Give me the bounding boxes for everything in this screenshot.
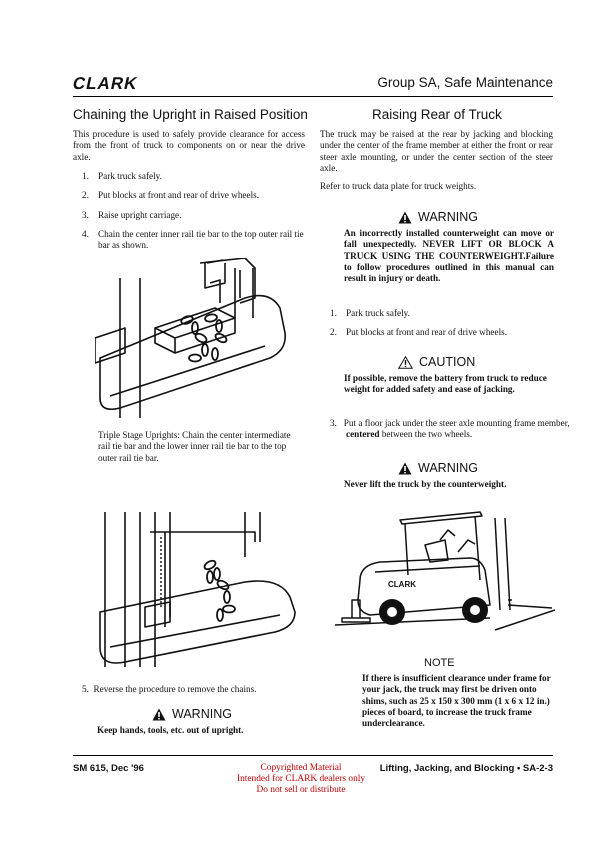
warning-icon	[152, 708, 166, 720]
note-heading: NOTE	[424, 657, 455, 669]
forklift-jacked-illustration: CLARK	[334, 511, 555, 631]
right-warning-1-text: An incorrectly installed counterweight c…	[344, 228, 554, 284]
left-section-title: Chaining the Upright in Raised Position	[73, 107, 308, 122]
upright-chain-illustration	[95, 258, 287, 418]
right-warning-2-heading: WARNING	[398, 461, 478, 475]
triple-stage-upright-illustration	[99, 512, 296, 667]
left-warning-text: Keep hands, tools, etc. out of upright.	[97, 725, 244, 735]
footer-section-page: Lifting, Jacking, and Blocking • SA-2-3	[379, 763, 553, 774]
list-item: 1.Park truck safely.	[82, 171, 162, 181]
left-intro: This procedure is used to safely provide…	[73, 129, 305, 162]
right-refer-text: Refer to truck data plate for truck weig…	[320, 181, 477, 191]
list-item: 2.Put blocks at front and rear of drive …	[330, 327, 507, 338]
left-steps: 1.Park truck safely. 2.Put blocks at fro…	[82, 171, 304, 259]
list-item: 4.Chain the center inner rail tie bar to…	[82, 228, 304, 251]
right-steps: 1.Park truck safely. 2.Put blocks at fro…	[330, 308, 554, 347]
left-step-5: 5. Reverse the procedure to remove the c…	[82, 684, 257, 694]
group-title: Group SA, Safe Maintenance	[377, 75, 553, 90]
clark-logo: CLARK	[71, 74, 140, 93]
caution-heading: CAUTION	[398, 355, 475, 369]
footer-rule	[73, 755, 553, 756]
list-item: 3.Raise upright carriage.	[82, 209, 182, 220]
triple-stage-note: Triple Stage Uprights: Chain the center …	[98, 430, 291, 463]
caution-text: If possible, remove the battery from tru…	[344, 373, 547, 395]
warning-icon	[398, 211, 412, 223]
caution-icon	[398, 355, 413, 369]
right-step-3: 3. Put a floor jack under the steer axle…	[330, 418, 570, 440]
left-warning-heading: WARNING	[152, 707, 232, 721]
list-item: 1.Park truck safely.	[330, 308, 410, 318]
truck-brand-label: CLARK	[388, 580, 416, 589]
warning-icon	[398, 462, 412, 474]
right-warning-1-heading: WARNING	[398, 210, 478, 224]
right-intro: The truck may be raised at the rear by j…	[320, 129, 553, 173]
footer-manual-id: SM 615, Dec '96	[73, 763, 144, 774]
note-text: If there is insufficient clearance under…	[362, 673, 551, 729]
right-section-title: Raising Rear of Truck	[372, 107, 502, 122]
copyright-notice: Copyrighted Material Intended for CLARK …	[236, 763, 366, 795]
header-rule	[73, 96, 553, 97]
right-warning-2-text: Never lift the truck by the counterweigh…	[344, 479, 507, 489]
list-item: 2.Put blocks at front and rear of drive …	[82, 190, 259, 201]
